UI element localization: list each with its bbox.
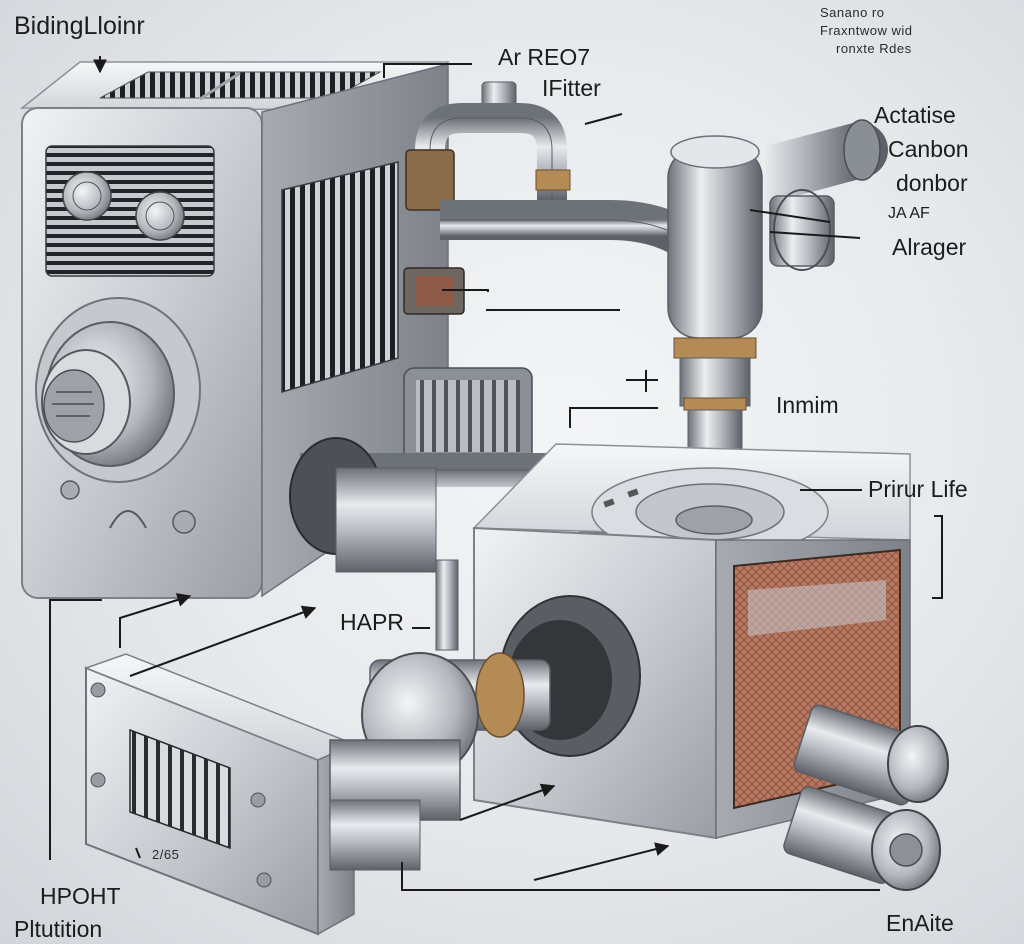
upper-unit xyxy=(19,61,450,599)
label-ifitter: IFitter xyxy=(542,75,601,101)
grille-disc-left-icon xyxy=(62,171,112,221)
screw-icon xyxy=(250,792,266,808)
hepa-cartridge xyxy=(83,653,461,936)
label-donbor: donbor xyxy=(896,170,968,196)
note-line-3: ronxte Rdes xyxy=(836,41,912,56)
label-enaite: EnAite xyxy=(886,910,954,936)
screw-icon xyxy=(90,682,106,698)
callout-lines xyxy=(49,56,943,891)
note-line-2: Fraxntwow wid xyxy=(820,23,913,38)
label-bidinglloinr: BidingLloinr xyxy=(14,12,145,40)
label-prirur-life: Prirur Life xyxy=(868,476,968,502)
label-hapr: HAPR xyxy=(340,609,404,635)
screw-icon xyxy=(90,772,106,788)
upper-unit-knob-right-icon xyxy=(172,510,196,534)
label-actatise: Actatise xyxy=(874,102,956,128)
label-pltutition: Pltutition xyxy=(14,916,103,942)
label-inmim: Inmim xyxy=(776,392,839,418)
screw-icon xyxy=(256,872,272,888)
label-canbon: Canbon xyxy=(888,136,969,162)
label-ja-af: JA AF xyxy=(888,205,930,222)
outlet-cap-icon xyxy=(889,833,923,867)
lower-unit xyxy=(361,443,949,891)
label-alrager: Alrager xyxy=(892,234,967,260)
label-hpoht: HPOHT xyxy=(40,883,121,909)
label-ar-reo: Ar REO7 xyxy=(498,44,591,70)
label-num: 2/65 xyxy=(152,847,180,862)
upper-unit-knob-left-icon xyxy=(60,480,80,500)
note-line-1: Sanano ro xyxy=(820,5,885,20)
grille-disc-right-icon xyxy=(135,191,185,241)
top-pipes xyxy=(403,81,690,315)
